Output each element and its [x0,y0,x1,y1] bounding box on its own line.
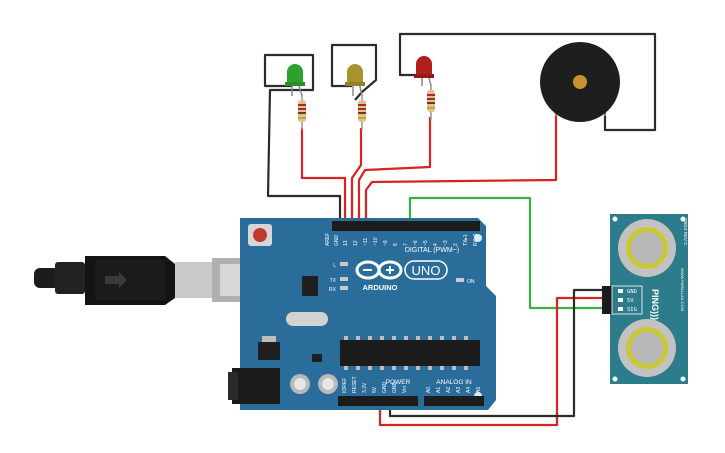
led-on-label: ON [467,279,475,285]
digital-pin-label: 2 [453,243,459,246]
digital-pin-label: 7 [403,243,409,246]
usb-chip [302,276,318,296]
analog-pin-label: A3 [456,387,462,393]
analog-label: ANALOG IN [436,379,472,386]
piezo-buzzer [540,42,620,122]
aref-label: AREF [325,233,331,246]
digital-pin-label: ~10 [373,237,379,246]
power-label: POWER [386,379,411,386]
uno-badge [404,260,448,280]
analog-pin-label: A2 [446,387,452,393]
wire-gnd-red-led [398,32,657,132]
digital-pin-label: ~11 [363,238,369,246]
power-pin-label: RESET [352,376,358,393]
sensor-ping-label: PING))) [650,289,660,320]
wire-yellow-led-signal [350,128,363,222]
sensor-transducer-bottom [618,319,676,377]
digital-pin-label: ~3 [443,240,449,246]
digital-pin-label: 12 [353,240,359,246]
wire-red-led-signal [357,117,432,222]
wire-gnd-green-led [263,53,342,222]
digital-header [332,221,480,231]
status-led-l [340,262,348,266]
digital-pin-labels: 13 12 ~11 ~10 ~9 8 7 ~6 ~5 4 ~3 2 TX▸1 RX◂0 [343,234,479,246]
wire-green-led-signal [300,128,347,222]
usb-cable-icon [34,256,272,305]
status-led-on [456,278,464,282]
status-led-tx [340,277,348,281]
sensor-pin-sig: SIG [627,307,637,313]
power-pin-label: Vin [402,386,408,393]
sensor-pin-gnd: GND [627,289,637,295]
arduino-infinity-logo [355,260,403,280]
digital-pin-label: RX◂0 [473,234,479,246]
sensor-rev-label: 28015 REV C [683,218,688,246]
digital-pin-label: ~5 [423,240,429,246]
power-header [338,396,418,406]
led-green [285,64,305,97]
digital-pin-label: TX▸1 [463,234,469,246]
wire-buzzer-signal [364,112,558,222]
led-rx-label: RX [329,287,337,293]
led-yellow [345,64,365,97]
status-led-rx [340,286,348,290]
power-pin-label: GND [392,382,398,394]
wire-sensor-5v [378,296,612,427]
power-pin-label: 3.3V [362,382,368,393]
digital-pin-label: ~9 [383,240,389,246]
brand-text: ARDUINO [363,283,398,292]
analog-header [424,396,484,406]
led-l-label: L [333,263,336,269]
voltage-regulator [258,342,280,360]
crystal [286,312,328,326]
sensor-transducer-top [618,219,676,277]
power-pin-label: IOREF [342,378,348,393]
digital-pin-label: ~6 [413,240,419,246]
digital-pin-label: 8 [393,243,399,246]
uno-text: UNO [412,263,441,278]
digital-label: DIGITAL (PWM~) [405,247,459,254]
gnd-label: GND [334,235,340,247]
analog-pin-label: A5 [476,387,482,393]
arduino-uno-board: UNO ARDUINO DIGITAL (PWM~) L TX RX ON PO… [228,218,496,410]
atmega-chip [340,340,480,366]
resistor-red-led [427,84,435,120]
analog-pin-label: A4 [466,387,472,393]
sensor-pin-5v: 5V [627,298,634,304]
power-jack [232,368,280,404]
wire-gnd-yellow-led [330,43,378,93]
analog-pin-label: A0 [426,387,432,393]
power-pin-labels: IOREF RESET 3.3V 5V GND GND Vin [342,376,408,393]
power-pin-label: 5V [372,386,378,393]
analog-pin-labels: A0 A1 A2 A3 A4 A5 [426,387,482,393]
power-pin-label: GND [382,382,388,394]
ping-ultrasonic-sensor: GND 5V SIG PING))) 28015 REV C WWW.PARAL… [602,214,688,384]
reset-button-icon[interactable] [248,224,272,246]
sensor-url-label: WWW.PARALLAX.COM [680,268,685,311]
digital-pin-label: 4 [433,243,439,246]
resistor-yellow-led [358,94,366,130]
analog-pin-label: A1 [436,387,442,393]
resistor-green-led [298,94,306,130]
led-red [414,56,434,87]
digital-pin-label: 13 [343,240,349,246]
led-tx-label: TX [330,278,337,284]
